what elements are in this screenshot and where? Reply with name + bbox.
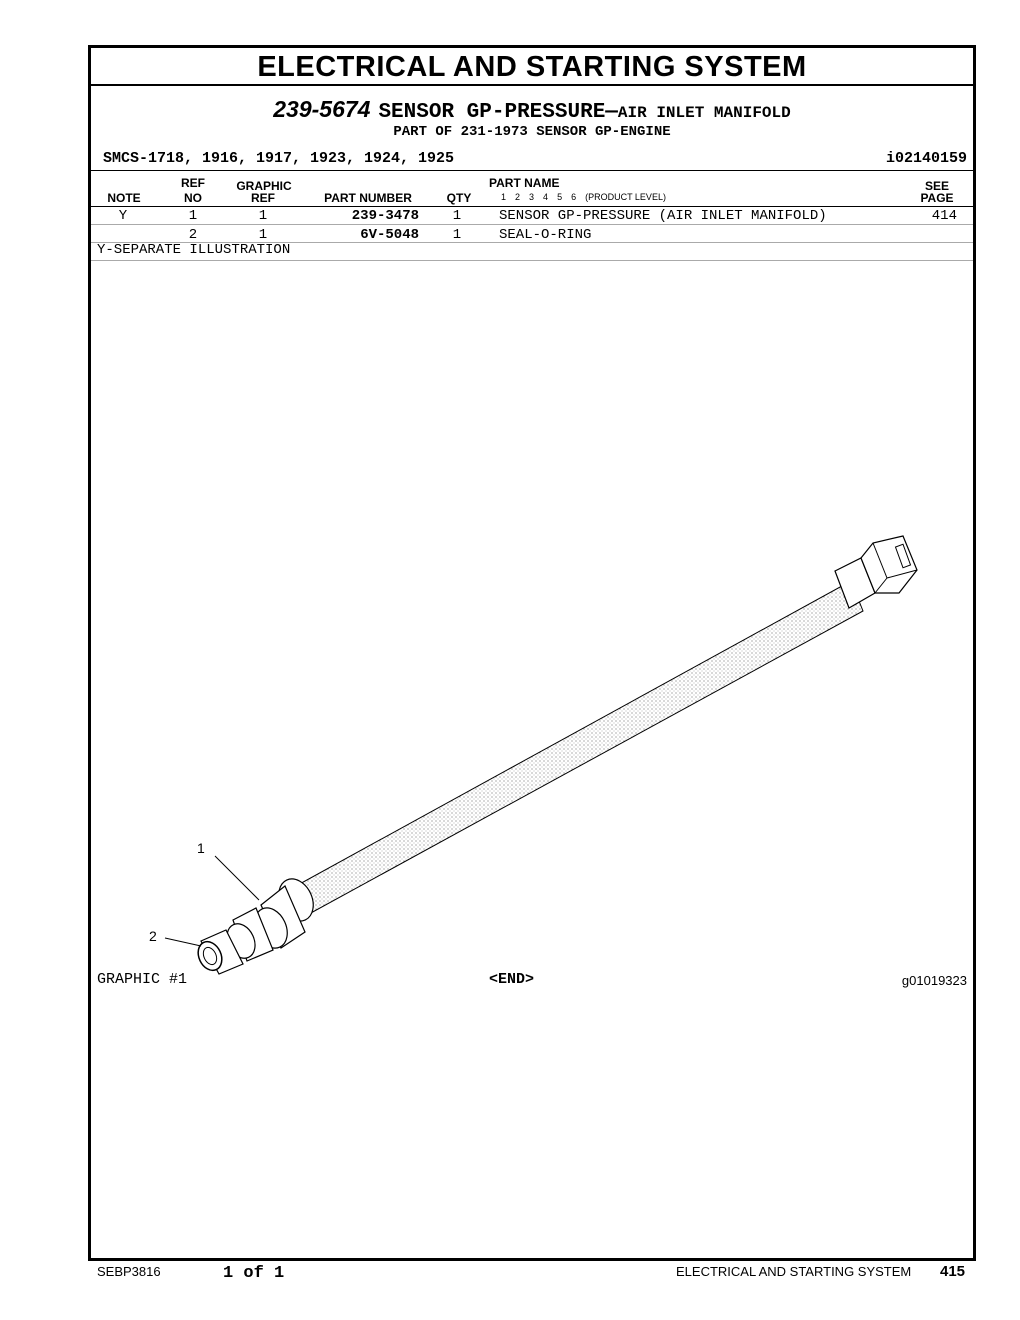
graphic-label: GRAPHIC #1 [97,971,188,988]
level-5: 5 [557,192,563,202]
row2-part-number: 6V-5048 [360,227,419,243]
sensor-illustration [164,535,918,975]
o-ring-icon [197,929,244,975]
header-see-top: SEE [924,179,949,193]
row2-part-name: SEAL-O-RING [499,227,592,243]
level-6: 6 [571,192,577,202]
group-heading: 239-5674 SENSOR GP-PRESSURE—AIR INLET MAN… [91,96,973,124]
header-divider [91,206,973,207]
group-qualifier: AIR INLET MANIFOLD [617,104,791,122]
callout-2-leader [164,937,202,947]
callout-2: 2 [149,928,157,944]
header-graphic-top: GRAPHIC [236,179,292,193]
doc-id: SEBP3816 [97,1264,161,1279]
section-title: ELECTRICAL AND STARTING SYSTEM [91,48,973,86]
group-part-number: 239-5674 [273,96,371,122]
callout-1-leader [214,855,260,901]
header-qty: QTY [446,191,472,205]
callout-1: 1 [197,840,205,856]
header-graphic-bottom: REF [251,191,275,205]
row-divider [91,224,973,225]
header-part-name: PART NAME [489,176,560,190]
page-number: 415 [940,1263,966,1280]
harness-tube [295,580,864,915]
part-of-line: PART OF 231-1973 SENSOR GP-ENGINE [393,124,671,140]
group-dash: — [605,101,618,124]
header-see-bottom: PAGE [920,191,954,205]
header-note: NOTE [107,191,141,205]
header-part-number: PART NUMBER [324,191,412,205]
header-ref-top: REF [181,176,205,190]
level-3: 3 [529,192,535,202]
smcs-codes: SMCS-1718, 1916, 1917, 1923, 1924, 1925 [103,150,455,167]
end-marker: <END> [489,971,535,988]
page-of: 1 of 1 [223,1264,285,1283]
row1-part-name: SENSOR GP-PRESSURE (AIR INLET MANIFOLD) [499,208,827,224]
row2-qty: 1 [452,227,462,243]
row1-part-number: 239-3478 [351,208,419,224]
graphic-id: g01019323 [901,973,967,988]
level-4: 4 [543,192,549,202]
footer-section: ELECTRICAL AND STARTING SYSTEM [676,1264,912,1279]
row1-ref: 1 [188,208,198,224]
group-name: SENSOR GP-PRESSURE [378,101,606,124]
row2-ref: 2 [188,227,198,243]
connector-icon [834,535,918,609]
row-divider [91,242,973,243]
smcs-row: SMCS-1718, 1916, 1917, 1923, 1924, 1925 … [91,148,973,171]
header-ref-bottom: NO [184,191,202,205]
separate-illustration-note: Y-SEPARATE ILLUSTRATION [97,242,291,258]
row1-note: Y [118,208,128,224]
sensor-body-icon [226,878,314,962]
level-1: 1 [501,192,507,202]
row1-see-page: 414 [931,208,957,224]
row-divider [91,260,973,261]
row1-graphic-ref: 1 [258,208,268,224]
product-level-label: (PRODUCT LEVEL) [585,192,666,202]
info-id: i02140159 [885,150,967,167]
level-2: 2 [515,192,521,202]
row2-graphic-ref: 1 [258,227,268,243]
row1-qty: 1 [452,208,462,224]
